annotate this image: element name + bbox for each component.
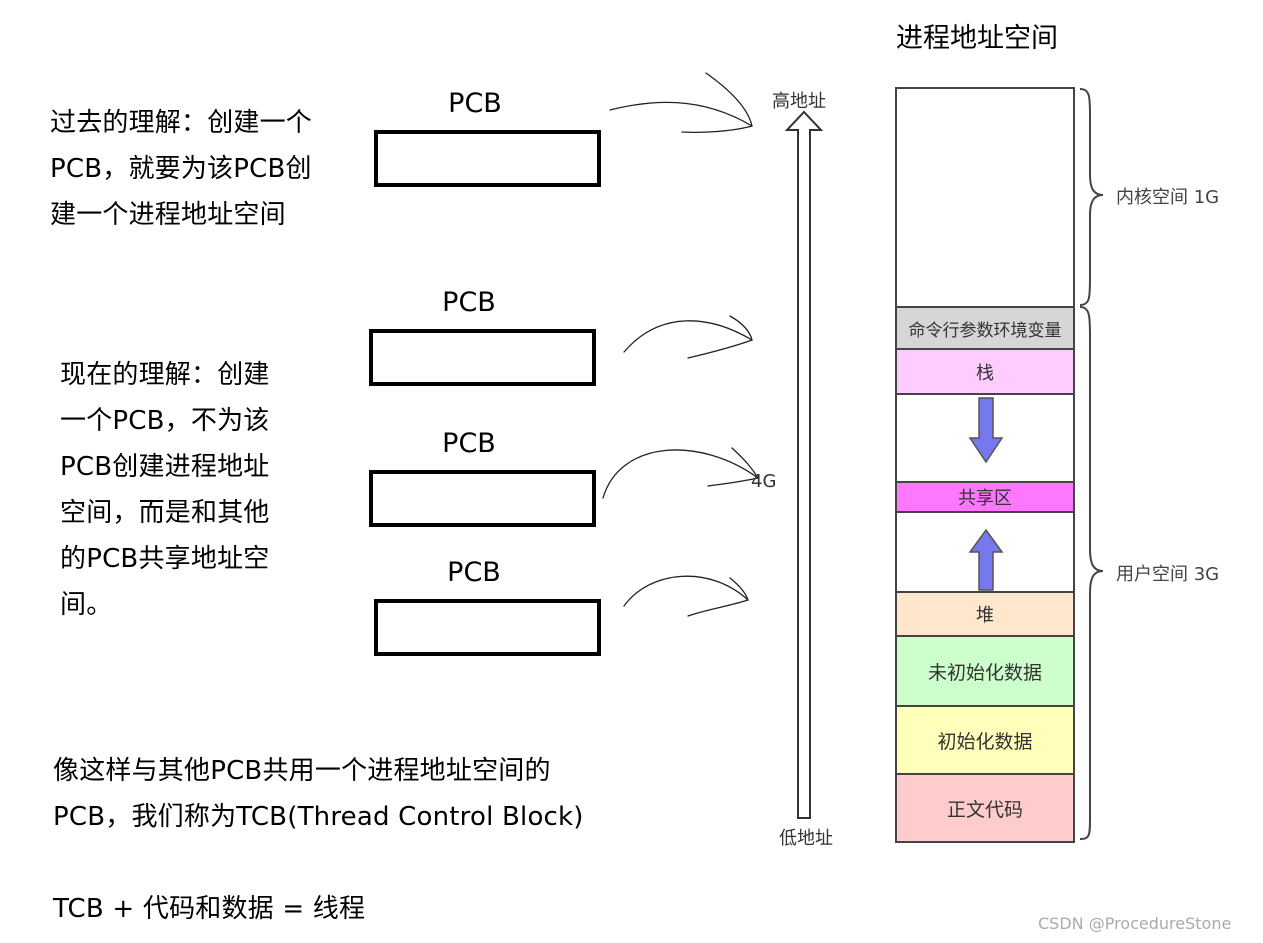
- 4g-label: 4G: [751, 471, 777, 492]
- pcb-box-3: [369, 470, 596, 527]
- hand-arrow-4-head: [687, 577, 749, 617]
- address-space-title: 进程地址空间: [896, 23, 1058, 54]
- hand-arrow-4: [623, 575, 749, 607]
- shared-region-segment: 共享区: [897, 483, 1073, 513]
- hand-arrow-2-head: [687, 315, 753, 359]
- memory-layout-column: 命令行参数环境变量 栈 共享区 堆 未初始化数据 初始化数据 正文代码: [895, 87, 1075, 843]
- stack-grow-down-arrow-shape: [968, 397, 1004, 464]
- text-segment: 正文代码: [897, 775, 1073, 841]
- hand-arrow-3: [602, 449, 759, 499]
- kernel-space-segment: [897, 89, 1073, 308]
- pcb-label-4: PCB: [447, 557, 501, 588]
- hand-arrow-1-head: [681, 72, 753, 133]
- stack-segment: 栈: [897, 350, 1073, 395]
- address-axis-arrow: [784, 110, 824, 819]
- cmdline-env-segment: 命令行参数环境变量: [897, 308, 1073, 350]
- heap-segment: 堆: [897, 593, 1073, 637]
- heap-grow-up-arrow-shape: [968, 528, 1004, 591]
- space-braces: [1079, 88, 1104, 840]
- user-space-label: 用户空间 3G: [1116, 564, 1220, 585]
- past-understanding-text: 过去的理解：创建一个 PCB，就要为该PCB创 建一个进程地址空间: [50, 108, 313, 230]
- hand-arrow-2: [623, 320, 753, 353]
- pcb-box-1: [374, 130, 601, 187]
- user-brace: [1079, 306, 1104, 840]
- kernel-space-label: 内核空间 1G: [1116, 187, 1220, 208]
- pcb-label-1: PCB: [448, 88, 502, 119]
- pcb-box-4: [374, 599, 601, 656]
- address-axis-arrow-shape: [784, 110, 824, 819]
- bss-segment: 未初始化数据: [897, 637, 1073, 707]
- stack-grow-down-arrow: [968, 397, 1004, 464]
- data-segment: 初始化数据: [897, 707, 1073, 775]
- hand-arrow-3-head: [707, 447, 760, 487]
- pcb-label-3: PCB: [442, 428, 496, 459]
- pcb-label-2: PCB: [442, 287, 496, 318]
- heap-grow-up-arrow: [968, 528, 1004, 591]
- low-address-label: 低地址: [779, 828, 833, 849]
- hand-arrow-1: [609, 101, 753, 127]
- pcb-box-2: [369, 329, 596, 386]
- current-understanding-text: 现在的理解：创建 一个PCB，不为该 PCB创建进程地址 空间，而是和其他 的P…: [60, 360, 270, 620]
- csdn-watermark: CSDN @ProcedureStone: [1038, 914, 1232, 933]
- thread-formula-text: TCB + 代码和数据 = 线程: [53, 894, 366, 924]
- tcb-definition-text: 像这样与其他PCB共用一个进程地址空间的 PCB，我们称为TCB(Thread …: [53, 756, 584, 832]
- high-address-label: 高地址: [772, 91, 826, 112]
- kernel-brace: [1079, 88, 1104, 306]
